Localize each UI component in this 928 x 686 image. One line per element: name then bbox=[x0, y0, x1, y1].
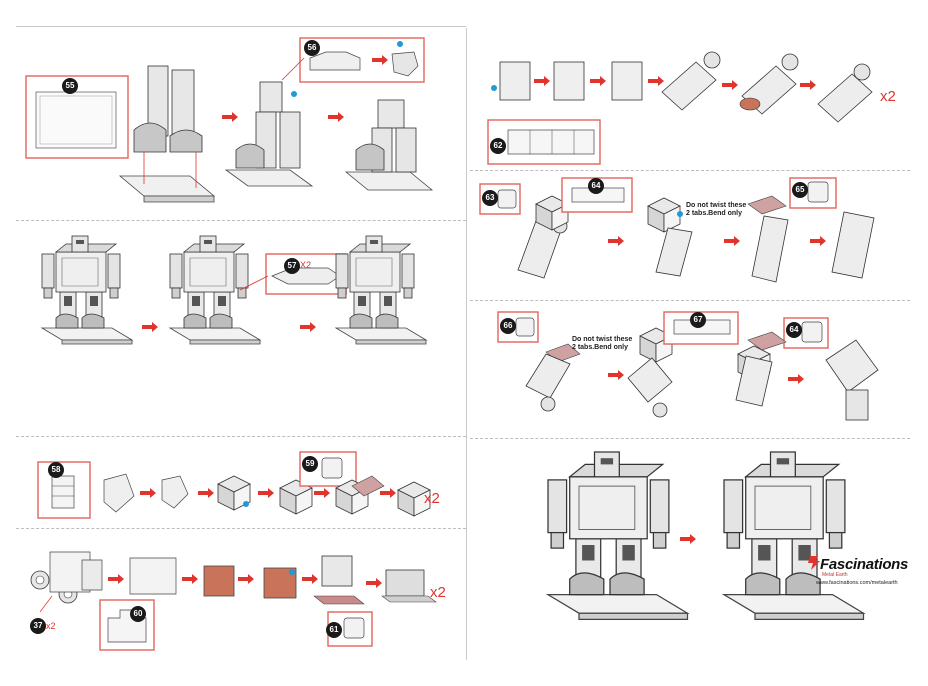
brand-url: www.fascinations.com/metalearth bbox=[816, 580, 898, 586]
row-divider bbox=[16, 220, 466, 221]
column-divider bbox=[466, 28, 467, 660]
multiplier-62: x2 bbox=[880, 88, 896, 105]
step-badge-59: 59 bbox=[302, 456, 318, 472]
step-badge-66: 66 bbox=[500, 318, 516, 334]
row-divider bbox=[470, 300, 910, 301]
twist-warning-note: Do not twist these 2 tabs.Bend only bbox=[572, 336, 633, 351]
step-badge-65: 65 bbox=[792, 182, 808, 198]
fascinations-logo-icon bbox=[808, 556, 820, 570]
twist-warning-note: Do not twist these 2 tabs.Bend only bbox=[686, 202, 747, 217]
brand-tagline: Metal Earth bbox=[822, 572, 848, 578]
step-badge-61: 61 bbox=[326, 622, 342, 638]
row-divider bbox=[470, 170, 910, 171]
step-badge-37: 37 bbox=[30, 618, 46, 634]
multiplier-37: x2 bbox=[46, 621, 56, 631]
step-badge-67: 67 bbox=[690, 312, 706, 328]
step-badge-64: 64 bbox=[588, 178, 604, 194]
step-badge-55: 55 bbox=[62, 78, 78, 94]
step-badge-58: 58 bbox=[48, 462, 64, 478]
multiplier-58: x2 bbox=[424, 490, 440, 507]
step-badge-56: 56 bbox=[304, 40, 320, 56]
step-badge-63: 63 bbox=[482, 190, 498, 206]
multiplier-57: X2 bbox=[300, 260, 312, 270]
step-badge-57: 57 bbox=[284, 258, 300, 274]
top-rule bbox=[16, 26, 466, 27]
step-badge-60: 60 bbox=[130, 606, 146, 622]
multiplier-61: x2 bbox=[430, 584, 446, 601]
brand-name: Fascinations bbox=[820, 556, 909, 573]
row-divider bbox=[16, 528, 466, 529]
step-badge-62: 62 bbox=[490, 138, 506, 154]
step-badge-64-repeat: 64 bbox=[786, 322, 802, 338]
row-divider bbox=[16, 436, 466, 437]
row-divider bbox=[470, 438, 910, 439]
